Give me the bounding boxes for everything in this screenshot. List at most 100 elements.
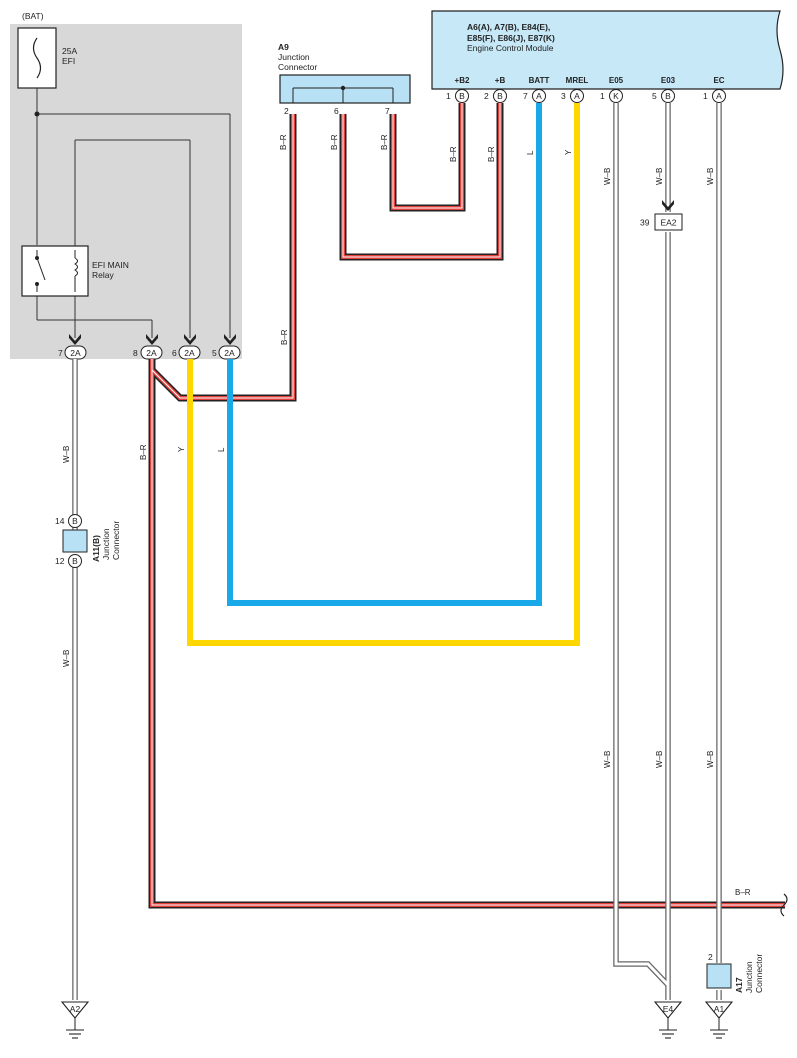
relay-conn-label: 2A xyxy=(184,348,195,358)
a9-connector xyxy=(279,74,411,104)
a9-name-1: Junction xyxy=(278,52,310,62)
efi-main-relay xyxy=(21,245,89,297)
ecm-title-1: A6(A), A7(B), E84(E), xyxy=(467,22,550,32)
splice-ea2: EA2 39 xyxy=(640,200,683,231)
wire-label-l: L xyxy=(217,447,226,452)
ecm-terminal-batt: BATT 7 A xyxy=(523,76,549,103)
wire-label-br: B–R xyxy=(330,134,339,150)
wire-label-wb: W–B xyxy=(603,168,612,185)
wire-label-y: Y xyxy=(177,446,186,452)
terminal-label: MREL xyxy=(566,76,589,85)
y-wire xyxy=(187,103,580,646)
a11-name-2: Connector xyxy=(111,521,121,560)
ea2-pin: 39 xyxy=(640,218,650,228)
terminal-pin: 7 xyxy=(523,91,528,101)
terminal-conn: A xyxy=(574,91,580,101)
a11-body xyxy=(62,529,88,553)
wire-label-br: B–R xyxy=(449,146,458,162)
a11-pin-bottom: 12 xyxy=(55,556,65,566)
relay-pin-chevrons xyxy=(69,334,236,345)
a17-id: A17 xyxy=(734,977,744,993)
a11-name-1: Junction xyxy=(101,528,111,560)
relay-pin-8: 8 2A xyxy=(133,345,163,360)
ground-a1: A1 xyxy=(704,1001,734,1039)
ground-label: E4 xyxy=(663,1004,674,1014)
relay-pin-number: 5 xyxy=(212,348,217,358)
junction-a17: 2 A17 Junction Connector xyxy=(706,952,764,993)
terminal-pin: 3 xyxy=(561,91,566,101)
a9-id: A9 xyxy=(278,42,289,52)
terminal-conn: A xyxy=(716,91,722,101)
a9-pin-7: 7 xyxy=(385,106,390,116)
relay-pin-5: 5 2A xyxy=(212,345,241,360)
a9-pin-2: 2 xyxy=(284,106,289,116)
a9-name-2: Connector xyxy=(278,62,317,72)
relay-coil-symbol xyxy=(74,250,78,292)
terminal-pin: 1 xyxy=(600,91,605,101)
terminal-conn: A xyxy=(536,91,542,101)
a11-pin-top: 14 xyxy=(55,516,65,526)
ecm-terminal-b2: +B2 1 B xyxy=(446,76,470,103)
ecm-terminal-e03: E03 5 B xyxy=(652,76,676,103)
terminal-pin: 1 xyxy=(446,91,451,101)
terminal-label: E03 xyxy=(661,76,676,85)
wire-label-br: B–R xyxy=(487,146,496,162)
fuse-symbol xyxy=(32,37,42,79)
terminal-pin: 1 xyxy=(703,91,708,101)
br-wires xyxy=(148,103,785,909)
wire-label-wb: W–B xyxy=(706,168,715,185)
l-wire xyxy=(227,103,542,606)
wire-label-wb: W–B xyxy=(603,751,612,768)
relay-pin-number: 8 xyxy=(133,348,138,358)
wire-labels: B–R B–R B–R B–R B–R B–R B–R B–R L L Y Y … xyxy=(62,134,751,897)
fuse-name: EFI xyxy=(62,56,75,66)
relay-pin-number: 7 xyxy=(58,348,63,358)
junction-a11: 14 B 12 B A11(B) Junction Connector xyxy=(55,514,121,568)
relay-pin-number: 6 xyxy=(172,348,177,358)
terminal-label: +B xyxy=(495,76,506,85)
ecm-terminal-ec: EC 1 A xyxy=(703,76,726,103)
terminal-conn: B xyxy=(497,91,503,101)
fuse-rating: 25A xyxy=(62,46,77,56)
wire-label-br: B–R xyxy=(280,329,289,345)
ecm-terminal-b: +B 2 B xyxy=(484,76,507,103)
wire-label-br: B–R xyxy=(139,444,148,460)
terminal-conn: B xyxy=(459,91,465,101)
wire-label-l: L xyxy=(526,150,535,155)
ecm-terminal-e05: E05 1 K xyxy=(600,76,624,103)
relay-name-2: Relay xyxy=(92,270,114,280)
relay-pin-7: 7 2A xyxy=(58,345,87,360)
ground-a2: A2 xyxy=(60,1001,90,1039)
ecm-title-2: E85(F), E86(J), E87(K) xyxy=(467,33,555,43)
ecm-name: Engine Control Module xyxy=(467,43,554,53)
relay-conn-label: 2A xyxy=(70,348,81,358)
wire-label-wb: W–B xyxy=(655,168,664,185)
wire-label-wb: W–B xyxy=(62,650,71,667)
a11-conn-bottom: B xyxy=(72,556,78,566)
terminal-pin: 5 xyxy=(652,91,657,101)
wire-label-wb: W–B xyxy=(62,446,71,463)
ground-e4: E4 xyxy=(653,1001,683,1039)
a17-name-1: Junction xyxy=(744,961,754,993)
wire-label-br: B–R xyxy=(279,134,288,150)
a9-pin-6: 6 xyxy=(334,106,339,116)
terminal-label: +B2 xyxy=(455,76,470,85)
relay-conn-label: 2A xyxy=(146,348,157,358)
terminal-pin: 2 xyxy=(484,91,489,101)
ecm-box xyxy=(431,10,784,90)
wire-label-br-horizontal: B–R xyxy=(735,888,751,897)
a17-name-2: Connector xyxy=(754,954,764,993)
wire-label-wb: W–B xyxy=(655,751,664,768)
wire-break-symbol xyxy=(780,893,788,917)
bat-label: (BAT) xyxy=(22,11,44,21)
wire-label-y: Y xyxy=(564,149,573,155)
relay-conn-label: 2A xyxy=(224,348,235,358)
a11-id: A11(B) xyxy=(91,535,101,562)
terminal-conn: B xyxy=(665,91,671,101)
terminal-label: EC xyxy=(713,76,724,85)
terminal-label: E05 xyxy=(609,76,624,85)
ground-label: A1 xyxy=(714,1004,725,1014)
terminal-conn: K xyxy=(613,91,619,101)
terminal-label: BATT xyxy=(529,76,550,85)
